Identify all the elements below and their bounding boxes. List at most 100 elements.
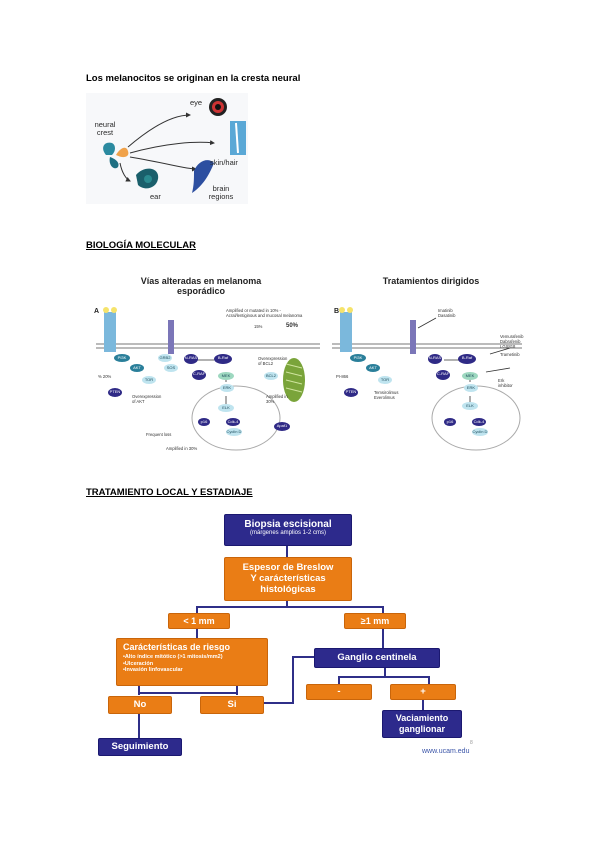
box-seguimiento: Seguimiento — [98, 738, 182, 756]
node-a-bcl2: BCL2 — [264, 372, 278, 380]
node-b-cdk4: Cdk-4 — [472, 418, 486, 426]
label-eye: eye — [190, 98, 203, 107]
annot-amp30: Amplified in 30% — [266, 394, 288, 404]
connector — [138, 685, 140, 695]
connector — [428, 676, 430, 684]
neural-crest-illustration — [103, 98, 246, 193]
box-si: Si — [200, 696, 264, 714]
node-a-mek: MEK — [218, 372, 234, 380]
node-b-braf: B-Raf — [458, 354, 476, 364]
annot-amp30b: Amplified in 30% — [166, 446, 198, 451]
box-breslow: Espesor de Breslow Y carácterísticas his… — [224, 557, 352, 601]
node-a-grb2: GRB2 — [158, 354, 172, 362]
connector — [338, 676, 340, 684]
node-a-cdk4: Cdk-4 — [226, 418, 240, 426]
connector — [292, 656, 294, 704]
biopsia-title: Biopsia escisional — [244, 519, 332, 530]
box-ge1mm: ≥1 mm — [344, 613, 406, 629]
node-b-cyclind: Cyclin D — [472, 428, 488, 436]
footer-url: www.ucam.edu — [422, 748, 470, 755]
node-b-tor: TOR — [378, 376, 392, 384]
connector — [382, 628, 384, 648]
connector — [196, 606, 384, 608]
box-ganglio: Ganglio centinela — [314, 648, 440, 668]
box-no: No — [108, 696, 172, 714]
node-b-p16: p16 — [444, 418, 456, 426]
riesgo-item: •Ulceración — [123, 660, 154, 667]
annot-erk-inhibitor: Erk inhibitor — [498, 378, 513, 388]
connector — [338, 676, 430, 678]
node-a-cyclind: Cyclin D — [226, 428, 242, 436]
node-a-tor: TOR — [142, 376, 156, 384]
connector — [286, 545, 288, 557]
connector — [196, 628, 198, 638]
node-b-pten: PTEN — [344, 388, 358, 397]
node-b-akt: AKT — [366, 364, 380, 372]
node-b-elk: ELK — [462, 402, 478, 410]
annot-trametinib: Trametinib — [500, 352, 520, 357]
connector — [196, 606, 198, 614]
box-lt1mm: < 1 mm — [168, 613, 230, 629]
node-b-craf: C-RAF — [436, 370, 450, 380]
box-biopsia: Biopsia escisional (márgenes amplios 1-2… — [224, 514, 352, 546]
connector — [236, 685, 238, 695]
panel-a-letter: A — [94, 308, 100, 315]
annot-vemurafenib: Vemurafenib Dabrafenib LGX818 — [500, 334, 524, 349]
node-a-akt: AKT — [130, 364, 144, 372]
node-a-p16: p16 — [198, 418, 210, 426]
treatment-flowchart: Biopsia escisional (márgenes amplios 1-2… — [86, 500, 486, 762]
label-ear: ear — [150, 192, 161, 201]
connector — [422, 700, 424, 710]
connector — [382, 606, 384, 614]
connector — [292, 656, 314, 658]
heading-melanocitos: Los melanocitos se originan en la cresta… — [86, 73, 301, 84]
node-a-sos: SOS — [164, 364, 178, 372]
riesgo-item: •Alto índice mitótico (>1 mitosis/mm2) — [123, 654, 223, 660]
annot-50: 50% — [286, 323, 299, 329]
box-vaciamiento: Vaciamiento ganglionar — [382, 710, 462, 738]
connector — [286, 600, 288, 608]
node-a-pten: PTEN — [108, 388, 122, 397]
node-a-craf: C-RAF — [192, 370, 206, 380]
annot-amplified: Amplified or mutated in 10% - Acral/lent… — [226, 308, 303, 318]
node-a-pi3k: PI3K — [114, 354, 130, 362]
annot-imatinib: Imatinib Dasatinib — [438, 308, 456, 318]
node-b-pi3k: PI3K — [350, 354, 366, 362]
heading-tratamiento: TRATAMIENTO LOCAL Y ESTADIAJE — [86, 487, 253, 498]
annot-pten-loss: % 20% — [98, 374, 112, 379]
node-a-elk: ELK — [218, 404, 234, 412]
label-skin-hair: skin/hair — [210, 158, 238, 167]
biopsia-sub: (márgenes amplios 1-2 cms) — [249, 530, 327, 536]
box-plus: + — [390, 684, 456, 700]
annot-frequent-loss: Frequent loss — [146, 432, 172, 437]
node-a-nras: N-RAS GTP — [184, 354, 198, 368]
annot-temsirolimus: Temsirolimus Everolimus — [374, 390, 399, 400]
box-minus: - — [306, 684, 372, 700]
heading-biologia-molecular: BIOLOGÍA MOLECULAR — [86, 240, 196, 251]
box-riesgo: Carácterísticas de riesgo •Alto índice m… — [116, 638, 268, 686]
label-brain-regions: brain regions — [208, 184, 234, 201]
label-neural-crest: neural crest — [94, 120, 116, 137]
annot-15: 15% — [254, 324, 263, 329]
annot-bcl2: Overexpression of BCL2 — [258, 356, 288, 366]
riesgo-item: •Invasión linfovascular — [123, 667, 183, 673]
node-a-erk: ERK — [220, 384, 234, 392]
connector — [138, 713, 140, 739]
node-a-braf: B-Raf — [214, 354, 232, 364]
connector — [264, 702, 294, 704]
molecular-pathways-figure: A Vías alteradas en melanoma esporádico … — [86, 268, 526, 460]
annot-pi866: PI-866 — [336, 374, 349, 379]
pathways-diagram — [96, 307, 522, 451]
neural-crest-figure: neural crest eye skin/hair ear brain reg… — [86, 93, 248, 204]
node-b-erk: ERK — [464, 384, 478, 392]
node-b-nras: N-RAS GTP — [428, 354, 442, 368]
riesgo-title: Carácterísticas de riesgo — [123, 642, 231, 652]
panel-b-title: Tratamientos dirigidos — [382, 276, 480, 286]
slide-page-number: 8 — [470, 740, 473, 746]
connector — [384, 668, 386, 678]
panel-a-title: Vías alteradas en melanoma esporádico — [140, 276, 262, 296]
annot-overexp-akt: Overexpression of AKT — [132, 394, 162, 404]
connector — [138, 692, 236, 694]
node-b-mek: MEK — [462, 372, 478, 380]
panel-b-letter: B — [334, 308, 340, 315]
